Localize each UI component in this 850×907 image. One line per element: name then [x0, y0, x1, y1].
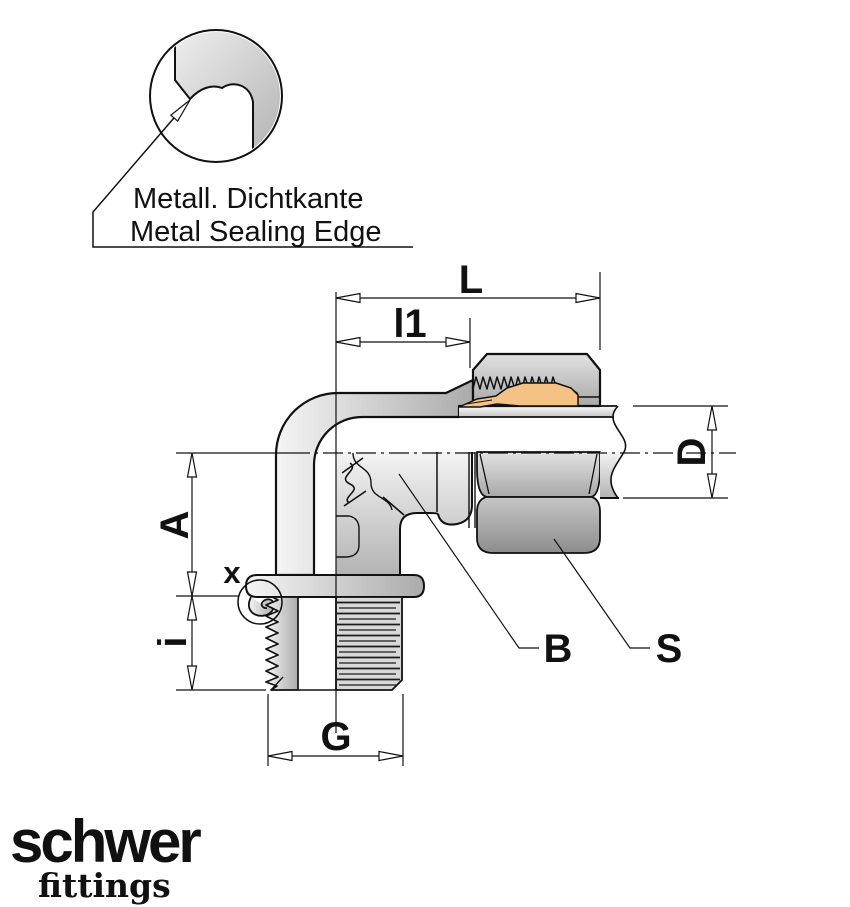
dim-label-D: D: [670, 438, 714, 467]
detail-leader-arrow-icon: [170, 96, 194, 122]
centerlines: [176, 292, 736, 733]
dim-label-i: i: [151, 636, 195, 647]
tube-break-line: [610, 405, 627, 499]
detail-leader-line: [92, 103, 413, 248]
part-label-nut: S: [656, 627, 683, 671]
detail-caption-de: Metall. Dichtkante: [133, 183, 364, 215]
body-hex-silhouette: [437, 452, 473, 526]
logo: schwer fittings: [10, 808, 204, 905]
leader-S: [553, 538, 650, 649]
leader-B: [398, 473, 539, 649]
detail-circle: [149, 29, 283, 163]
part-labels: B S: [398, 473, 683, 671]
part-label-body: B: [544, 627, 573, 671]
dim-label-x: x: [223, 555, 241, 590]
elbow-body-external: [336, 452, 472, 575]
detail-caption-en: Metal Sealing Edge: [130, 216, 382, 248]
male-thread-section: [265, 596, 299, 691]
thread-texture: [337, 600, 401, 688]
nut-chamfer-right: [588, 453, 598, 495]
tube-wall-section: [459, 406, 616, 417]
detail-view: Metall. Dichtkante Metal Sealing Edge: [92, 29, 413, 248]
union-nut-hex-flat: [476, 496, 601, 554]
dim-label-A: A: [153, 511, 197, 540]
main-drawing: [245, 352, 627, 691]
sealing-collar: [245, 574, 425, 598]
break-symbol: [341, 457, 405, 516]
x-detail-circle: [237, 579, 283, 625]
dimension-D: D: [623, 405, 728, 499]
body-bore-step-contour: [336, 515, 360, 558]
dimension-x: x: [223, 555, 283, 625]
sealing-edge-section: [174, 32, 280, 160]
dim-label-G: G: [320, 715, 351, 759]
union-nut-external-top: [476, 451, 601, 498]
cutting-ring-edge-line: [465, 399, 493, 405]
dimension-A: A: [153, 452, 238, 597]
nut-chamfer-left: [479, 453, 490, 495]
thread-bottom-chamfer-left: [270, 676, 284, 691]
dim-label-l1: l1: [393, 302, 426, 346]
dimension-l1: l1: [335, 302, 471, 368]
dimensions: L l1 D A: [151, 258, 728, 766]
dimension-i: i: [151, 595, 266, 691]
dim-label-L: L: [459, 258, 483, 302]
logo-brand-text: schwer: [10, 808, 201, 875]
body-neck-silhouette: [399, 512, 439, 575]
dimension-G: G: [267, 694, 404, 766]
dimension-L: L: [335, 258, 601, 350]
logo-tagline-text: fittings: [38, 866, 171, 905]
